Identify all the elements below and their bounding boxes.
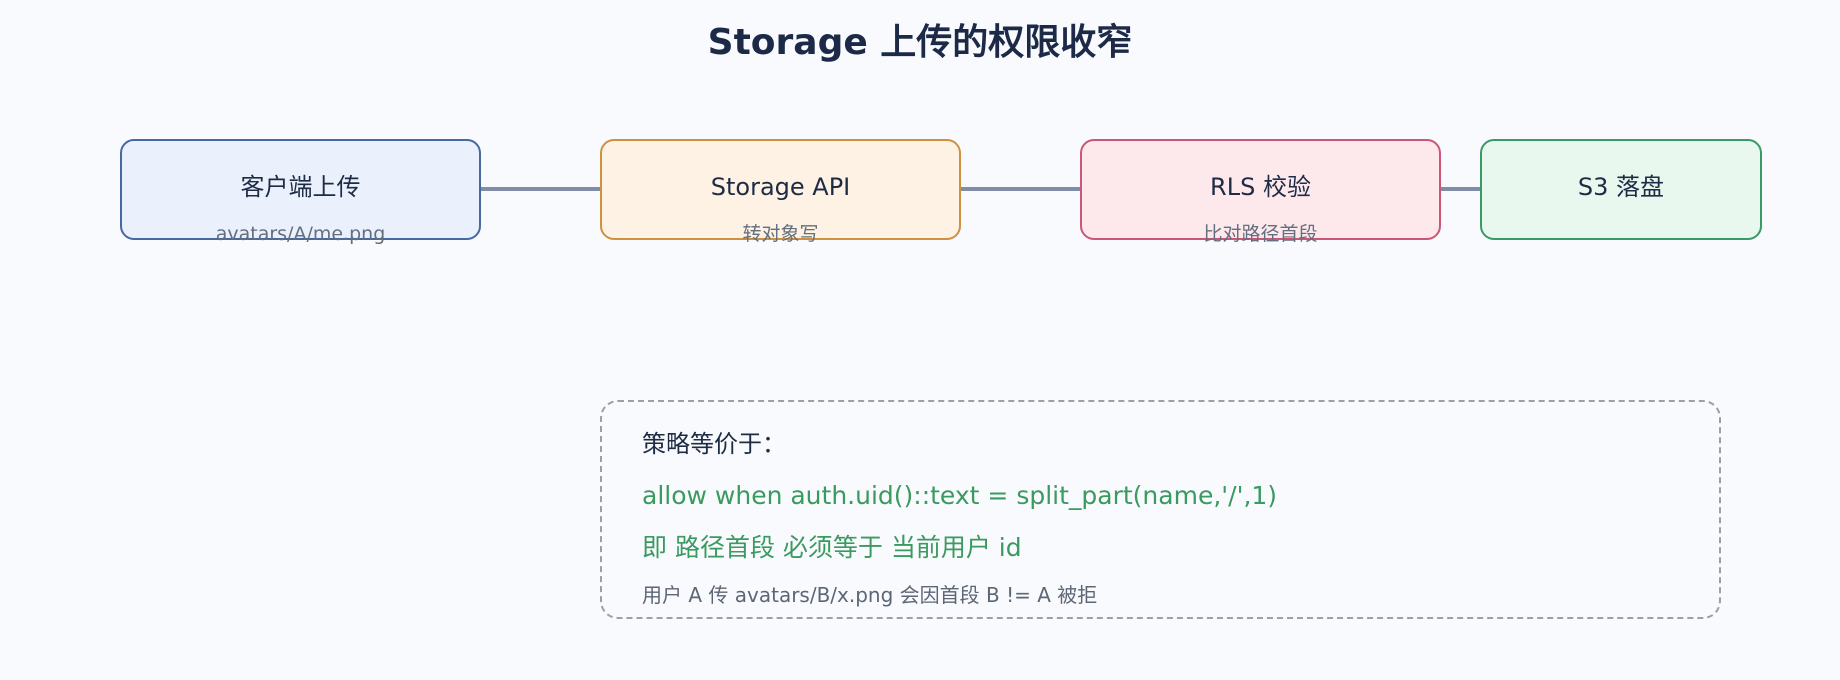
node-label: S3 落盘 — [1577, 173, 1665, 201]
node-rls-check: RLS 校验 比对路径首段 — [1080, 139, 1441, 245]
node-sublabel: avatars/A/me.png — [215, 223, 386, 245]
policy-example: 用户 A 传 avatars/B/x.png 会因首段 B != A 被拒 — [642, 583, 1098, 607]
policy-heading: 策略等价于： — [642, 430, 786, 458]
node-storage-api: Storage API 转对象写 — [600, 139, 961, 245]
node-label: RLS 校验 — [1210, 173, 1311, 201]
policy-meaning: 即 路径首段 必须等于 当前用户 id — [642, 533, 1022, 562]
connector-api-rls — [960, 187, 1081, 191]
node-s3-store: S3 落盘 — [1480, 139, 1762, 240]
node-label: 客户端上传 — [240, 173, 361, 201]
node-client-upload: 客户端上传 avatars/A/me.png — [120, 139, 481, 245]
policy-rule: allow when auth.uid()::text = split_part… — [642, 481, 1278, 510]
connector-rls-s3 — [1440, 187, 1481, 191]
policy-note-box: 策略等价于： allow when auth.uid()::text = spl… — [600, 400, 1721, 619]
diagram-title: Storage 上传的权限收窄 — [707, 22, 1133, 63]
node-sublabel: 转对象写 — [742, 223, 819, 245]
node-sublabel: 比对路径首段 — [1203, 223, 1318, 245]
node-label: Storage API — [710, 173, 851, 201]
connector-client-api — [480, 187, 601, 191]
